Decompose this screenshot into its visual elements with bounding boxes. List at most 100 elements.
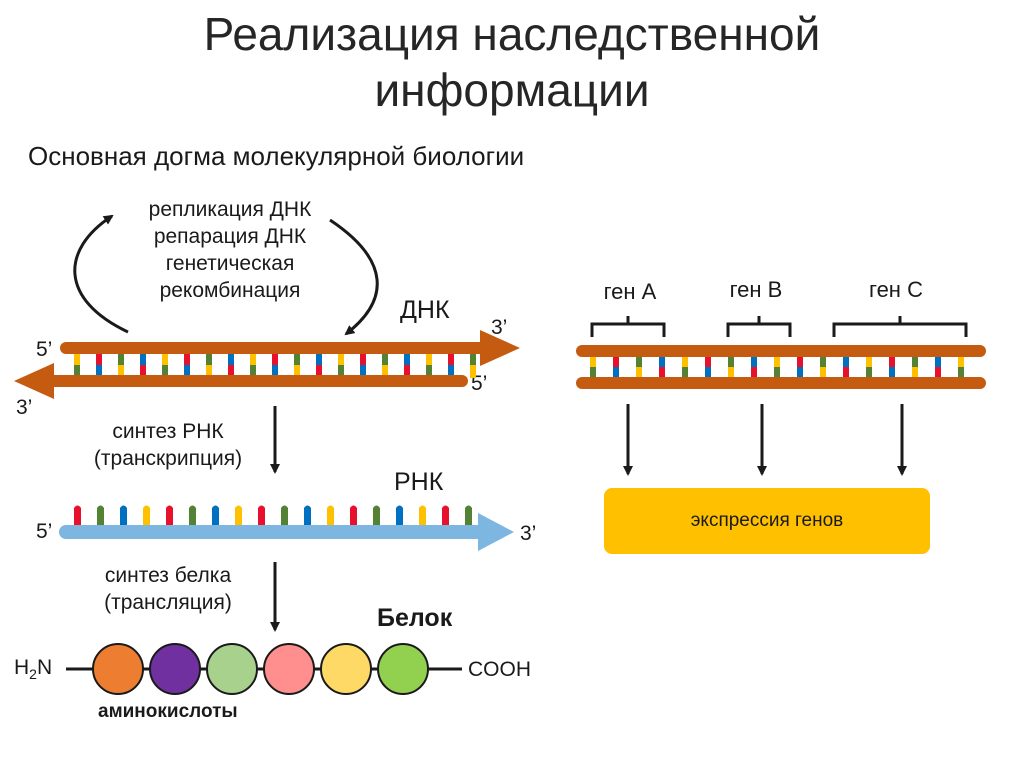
title-line-2: информации bbox=[374, 64, 650, 116]
dna-base-bottom bbox=[140, 365, 146, 378]
dna-base-bottom bbox=[96, 365, 102, 378]
c-terminus: COOH bbox=[468, 658, 531, 681]
dna-base-top bbox=[206, 352, 212, 365]
dna-base-top bbox=[426, 352, 432, 365]
gene-b-label: ген В bbox=[729, 277, 783, 302]
rna-label: РНК bbox=[394, 468, 444, 496]
gene-dna-base-bottom bbox=[682, 367, 688, 379]
gene-dna-base-top bbox=[636, 355, 642, 367]
rna-base bbox=[304, 505, 311, 526]
rna-base bbox=[143, 505, 150, 526]
dna-base-bottom bbox=[294, 365, 300, 378]
transcription-line-1: синтез РНК bbox=[112, 420, 224, 443]
rna-base bbox=[350, 505, 357, 526]
gene-dna-base-top bbox=[866, 355, 872, 367]
dna-bottom-strand-arrowhead bbox=[14, 363, 54, 399]
gene-dna-base-bottom bbox=[843, 367, 849, 379]
gene-dna-base-bottom bbox=[774, 367, 780, 379]
slide-title: Реализация наследственной информации bbox=[0, 6, 1024, 118]
gene-dna-base-top bbox=[958, 355, 964, 367]
gene-dna-base-bottom bbox=[751, 367, 757, 379]
gene-dna-base-top bbox=[912, 355, 918, 367]
rna-base bbox=[258, 505, 265, 526]
rna-base bbox=[442, 505, 449, 526]
gene-dna-base-bottom bbox=[889, 367, 895, 379]
rna-base bbox=[373, 505, 380, 526]
dna-base-top bbox=[250, 352, 256, 365]
dna-base-bottom bbox=[250, 365, 256, 378]
protein-label: Белок bbox=[377, 604, 453, 632]
translation-line-1: синтез белка bbox=[104, 564, 232, 587]
dna-base-top bbox=[228, 352, 234, 365]
rna-5-end: 5’ bbox=[36, 520, 53, 543]
gene-expression-box: экспрессия генов bbox=[604, 488, 930, 554]
dna-base-bottom bbox=[206, 365, 212, 378]
rna-base bbox=[166, 505, 173, 526]
amino-acid-circle bbox=[263, 643, 315, 695]
dna-base-top bbox=[382, 352, 388, 365]
amino-acid-circle bbox=[149, 643, 201, 695]
gene-dna-base-top bbox=[797, 355, 803, 367]
rna-base bbox=[465, 505, 472, 526]
gene-dna-base-top bbox=[590, 355, 596, 367]
amino-acids-label: аминокислоты bbox=[98, 701, 238, 722]
dna-base-bottom bbox=[162, 365, 168, 378]
dna-base-bottom bbox=[228, 365, 234, 378]
rna-base bbox=[281, 505, 288, 526]
dna-base-top bbox=[162, 352, 168, 365]
gene-dna-base-top bbox=[935, 355, 941, 367]
dna-base-bottom bbox=[316, 365, 322, 378]
gene-dna-base-bottom bbox=[590, 367, 596, 379]
rna-base bbox=[212, 505, 219, 526]
gene-dna-base-top bbox=[820, 355, 826, 367]
rna-base bbox=[396, 505, 403, 526]
gene-dna-base-top bbox=[889, 355, 895, 367]
dna-base-bottom bbox=[184, 365, 190, 378]
title-line-1: Реализация наследственной bbox=[203, 8, 821, 60]
gene-b-bracket bbox=[726, 316, 792, 337]
dna-base-top bbox=[294, 352, 300, 365]
dna-base-pairs bbox=[74, 352, 476, 378]
amino-acid-circle bbox=[377, 643, 429, 695]
translation-line-2: (трансляция) bbox=[104, 591, 232, 614]
dna-base-bottom bbox=[382, 365, 388, 378]
dna-top-5-end: 5’ bbox=[36, 338, 53, 361]
transcription-label: синтез РНК (транскрипция) bbox=[68, 418, 268, 472]
subtitle: Основная догма молекулярной биологии bbox=[28, 141, 525, 171]
gene-dna-base-bottom bbox=[797, 367, 803, 379]
amino-acid-chain bbox=[92, 643, 429, 695]
gene-dna-base-bottom bbox=[705, 367, 711, 379]
gene-dna-base-pairs bbox=[590, 355, 964, 379]
rna-base bbox=[120, 505, 127, 526]
amino-acid-circle bbox=[92, 643, 144, 695]
process-list: репликация ДНК репарация ДНК генетическа… bbox=[110, 196, 350, 304]
gene-dna-base-bottom bbox=[659, 367, 665, 379]
replication-arrow-right bbox=[329, 218, 379, 336]
gene-a-bracket bbox=[590, 316, 666, 337]
dna-base-bottom bbox=[360, 365, 366, 378]
dna-base-top bbox=[272, 352, 278, 365]
n-terminus-n: N bbox=[36, 656, 53, 679]
dna-base-top bbox=[470, 352, 476, 365]
dna-base-top bbox=[74, 352, 80, 365]
gene-dna-base-top bbox=[751, 355, 757, 367]
gene-dna-base-top bbox=[774, 355, 780, 367]
rna-base bbox=[189, 505, 196, 526]
dna-base-top bbox=[404, 352, 410, 365]
dna-base-bottom bbox=[74, 365, 80, 378]
gene-dna-base-top bbox=[682, 355, 688, 367]
dna-base-bottom bbox=[118, 365, 124, 378]
gene-c-label: ген С bbox=[869, 277, 923, 302]
dna-base-top bbox=[360, 352, 366, 365]
dna-top-3-end: 3’ bbox=[491, 316, 508, 339]
gene-dna-base-bottom bbox=[866, 367, 872, 379]
rna-base bbox=[235, 505, 242, 526]
rna-bases bbox=[74, 505, 472, 526]
gene-dna-base-top bbox=[705, 355, 711, 367]
process-repair: репарация ДНК bbox=[153, 225, 307, 248]
gene-dna-base-top bbox=[728, 355, 734, 367]
dna-base-top bbox=[184, 352, 190, 365]
dna-base-bottom bbox=[426, 365, 432, 378]
gene-dna-base-bottom bbox=[613, 367, 619, 379]
